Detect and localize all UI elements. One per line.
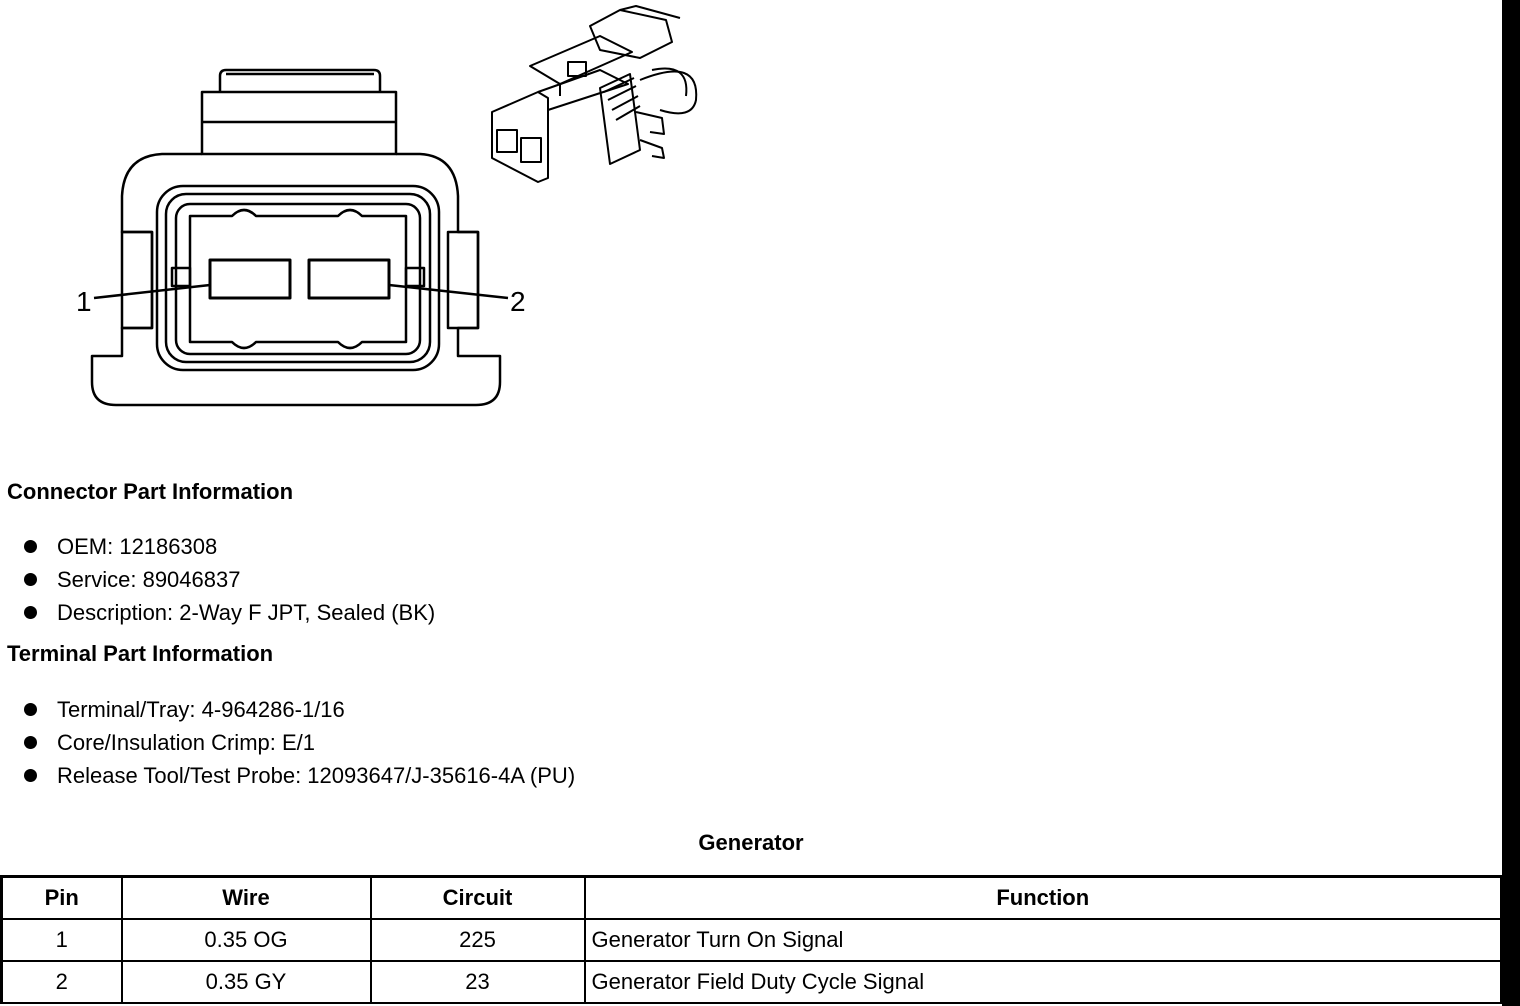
list-item: Service: 89046837 [24, 563, 435, 596]
list-item: Terminal/Tray: 4-964286-1/16 [24, 693, 575, 726]
table-title: Generator [698, 830, 804, 855]
header-pin: Pin [0, 875, 123, 920]
cell-function: Generator Turn On Signal [583, 918, 1502, 962]
cell-wire: 0.35 OG [120, 918, 372, 962]
list-item: Description: 2-Way F JPT, Sealed (BK) [24, 596, 435, 629]
list-item: Release Tool/Test Probe: 12093647/J-3561… [24, 759, 575, 792]
bullet-icon [24, 769, 37, 782]
table-header-row: Pin Wire Circuit Function [0, 875, 1502, 920]
bullet-icon [24, 736, 37, 749]
list-item: OEM: 12186308 [24, 530, 435, 563]
bullet-icon [24, 606, 37, 619]
bullet-icon [24, 573, 37, 586]
page-edge-bar [1502, 0, 1520, 1006]
cell-circuit: 23 [369, 960, 586, 1004]
connector-part-info-list: OEM: 12186308 Service: 89046837 Descript… [24, 530, 435, 629]
connector-diagram: 1 2 [76, 5, 698, 407]
cell-function: Generator Field Duty Cycle Signal [583, 960, 1502, 1004]
table-row: 2 0.35 GY 23 Generator Field Duty Cycle … [0, 960, 1502, 1004]
list-item: Core/Insulation Crimp: E/1 [24, 726, 575, 759]
table-row: 1 0.35 OG 225 Generator Turn On Signal [0, 918, 1502, 962]
terminal-part-info-heading: Terminal Part Information [7, 641, 274, 666]
header-circuit: Circuit [369, 875, 586, 920]
pin-1-label: 1 [76, 286, 92, 317]
cell-wire: 0.35 GY [120, 960, 372, 1004]
terminal-part-info-list: Terminal/Tray: 4-964286-1/16 Core/Insula… [24, 693, 575, 792]
cell-pin: 1 [0, 918, 123, 962]
cell-pin: 2 [0, 960, 123, 1004]
cell-circuit: 225 [369, 918, 586, 962]
bullet-icon [24, 703, 37, 716]
bullet-icon [24, 540, 37, 553]
pin-2-label: 2 [510, 286, 526, 317]
pinout-table: Pin Wire Circuit Function 1 0.35 OG 225 … [0, 875, 1502, 1004]
connector-part-info-heading: Connector Part Information [7, 479, 294, 504]
header-function: Function [583, 875, 1502, 920]
header-wire: Wire [120, 875, 372, 920]
